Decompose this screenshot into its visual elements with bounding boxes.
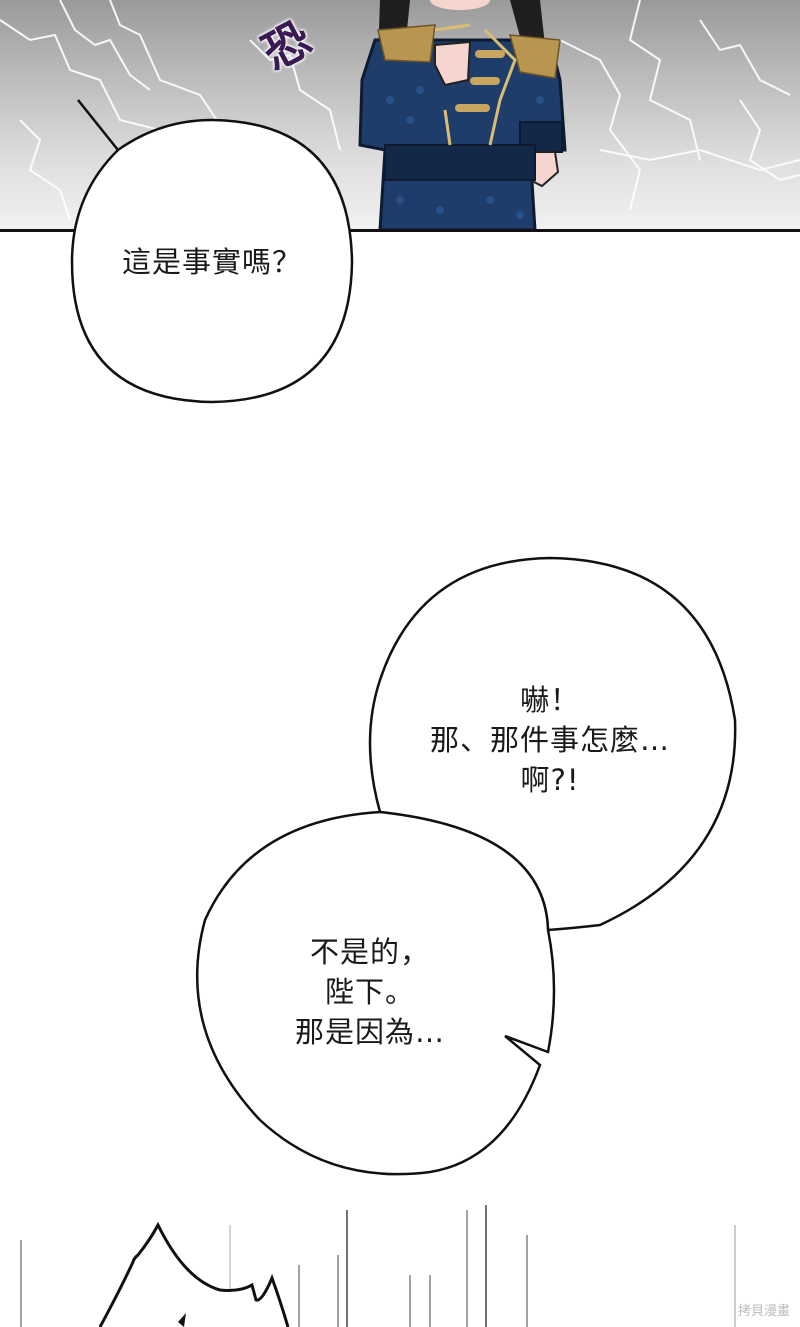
speech-bubble-3: 不是的， 陛下。 那是因為… [250,932,490,1052]
bubble-line: 啊?! [520,763,580,797]
character-uniform [358,0,567,230]
panel-border [0,229,800,232]
bubble-line: 那是因為… [294,1015,445,1049]
bubble-line: 陛下。 [324,975,415,1009]
watermark: 拷貝漫畫 [737,1304,790,1319]
bubble-line: 這是事實嗎？ [121,245,302,279]
lightning-background [0,0,800,221]
speech-bubble-1: 這是事實嗎？ [82,242,342,282]
bubble-line: 那、那件事怎麼… [429,723,670,757]
bubble-line: 嚇！ [519,683,580,717]
bubble-line: 不是的， [309,935,430,969]
speech-bubble-2: 嚇！ 那、那件事怎麼… 啊?! [380,680,720,800]
